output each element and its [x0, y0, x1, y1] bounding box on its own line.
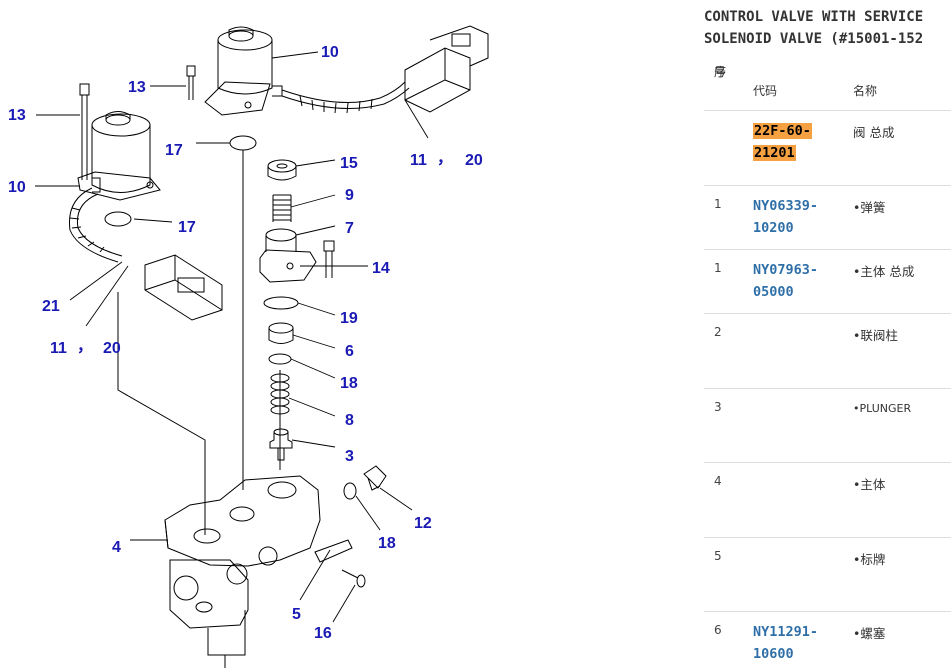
part-name: •主体	[853, 477, 886, 492]
callout-20-left: 20	[103, 340, 121, 357]
title-line-1: CONTROL VALVE WITH SERVICE	[704, 9, 924, 25]
row-qty: 5	[714, 549, 722, 563]
callout-separator-top: ，	[437, 150, 453, 167]
part-name: •标牌	[853, 552, 886, 567]
o-ring-19	[263, 296, 299, 310]
o-ring-18-side	[343, 482, 357, 500]
callout-17-top: 17	[165, 142, 183, 159]
row-qty: 2	[714, 325, 722, 339]
part-6-piston	[268, 322, 294, 344]
table-row[interactable]: 3 •PLUNGER	[704, 388, 951, 463]
part-code-line2: 05000	[753, 284, 794, 300]
callout-12: 12	[414, 515, 432, 532]
callout-13-top: 13	[128, 79, 146, 96]
callout-19: 19	[340, 310, 358, 327]
part-code-line2: 10200	[753, 220, 794, 236]
table-row[interactable]: 1 NY07963- 05000 •主体 总成	[704, 249, 951, 314]
table-row[interactable]: 22F-60- 21201 阀 总成	[704, 110, 951, 186]
bolt-top	[186, 65, 196, 100]
header-code: 代码	[753, 84, 778, 98]
callout-7: 7	[345, 220, 354, 237]
table-header: 序 号 代码 名称	[704, 62, 951, 111]
part-code-line2: 10600	[753, 646, 794, 662]
callout-21: 21	[42, 298, 60, 315]
part-code-link[interactable]: NY07963- 05000	[753, 259, 818, 303]
row-qty: 3	[714, 400, 722, 414]
wire-harness-top	[281, 25, 489, 114]
o-ring-18	[268, 353, 292, 365]
callout-15: 15	[340, 155, 358, 172]
exploded-parts-diagram: 10 13 17 11 ， 20 15 9 7 14 19 6 18 8 3 1…	[8, 25, 489, 668]
callout-18-side: 18	[378, 535, 396, 552]
header-name: 名称	[853, 84, 878, 98]
parts-list-panel: CONTROL VALVE WITH SERVICE SOLENOID VALV…	[704, 0, 951, 668]
callout-14: 14	[372, 260, 390, 277]
bolt-left	[79, 83, 90, 180]
part-name: •螺塞	[853, 626, 886, 641]
solenoid-top	[204, 26, 283, 116]
table-row[interactable]: 1 NY06339- 10200 •弹簧	[704, 185, 951, 250]
header-seq-line2: 号	[714, 65, 727, 79]
callout-6: 6	[345, 343, 354, 360]
callout-9: 9	[345, 187, 354, 204]
row-qty: 6	[714, 623, 722, 637]
callout-16: 16	[314, 625, 332, 642]
part-name: •PLUNGER	[853, 402, 912, 415]
callout-10-left: 10	[8, 179, 26, 196]
part-code-line1: NY06339-	[753, 198, 819, 214]
part-name: •弹簧	[853, 200, 886, 215]
part-15-cap	[267, 159, 297, 181]
table-row[interactable]: 6 NY11291- 10600 •螺塞	[704, 611, 951, 668]
part-code-line2: 21201	[753, 145, 796, 161]
plug-12	[363, 465, 387, 491]
title-line-2: SOLENOID VALVE (#15001-152	[704, 31, 924, 47]
o-ring-17-left	[104, 211, 132, 227]
table-row[interactable]: 2 •联阀柱	[704, 313, 951, 389]
callout-10-top: 10	[321, 44, 339, 61]
callout-4: 4	[112, 539, 121, 556]
row-qty: 4	[714, 474, 722, 488]
o-ring-17-top	[229, 135, 257, 151]
callout-13-left: 13	[8, 107, 26, 124]
part-7-body	[259, 228, 317, 283]
callout-8: 8	[345, 412, 354, 429]
parts-list-title: CONTROL VALVE WITH SERVICE SOLENOID VALV…	[704, 6, 951, 50]
callout-separator-left: ，	[77, 338, 93, 355]
valve-main-body	[164, 475, 321, 668]
row-qty: 1	[714, 197, 722, 211]
wire-harness-left	[68, 187, 223, 321]
callout-18-stack: 18	[340, 375, 358, 392]
header-seq-line1: 序	[714, 65, 727, 79]
part-name: 阀 总成	[853, 125, 895, 140]
part-code-link[interactable]: NY11291- 10600	[753, 621, 818, 665]
part-name: •主体 总成	[853, 264, 915, 279]
part-code-line1: 22F-60-	[753, 123, 812, 139]
table-row[interactable]: 5 •标牌	[704, 537, 951, 612]
part-3-plunger	[269, 428, 293, 461]
callout-11-left: 11	[50, 340, 67, 357]
part-code-link[interactable]: 22F-60- 21201	[753, 120, 812, 164]
bolt-16	[341, 569, 366, 588]
callout-17-left: 17	[178, 219, 196, 236]
callout-11-top: 11	[410, 152, 427, 169]
nameplate-5	[314, 539, 353, 563]
solenoid-left	[77, 111, 161, 201]
part-name: •联阀柱	[853, 328, 898, 343]
callout-3: 3	[345, 448, 354, 465]
part-code-link[interactable]: NY06339- 10200	[753, 195, 818, 239]
part-code-line1: NY11291-	[753, 624, 819, 640]
table-row[interactable]: 4 •主体	[704, 462, 951, 538]
bolt-14	[323, 240, 335, 278]
part-code-line1: NY07963-	[753, 262, 819, 278]
callout-20-top: 20	[465, 152, 483, 169]
part-9-spring	[272, 194, 292, 222]
callout-5: 5	[292, 606, 301, 623]
row-qty: 1	[714, 261, 722, 275]
